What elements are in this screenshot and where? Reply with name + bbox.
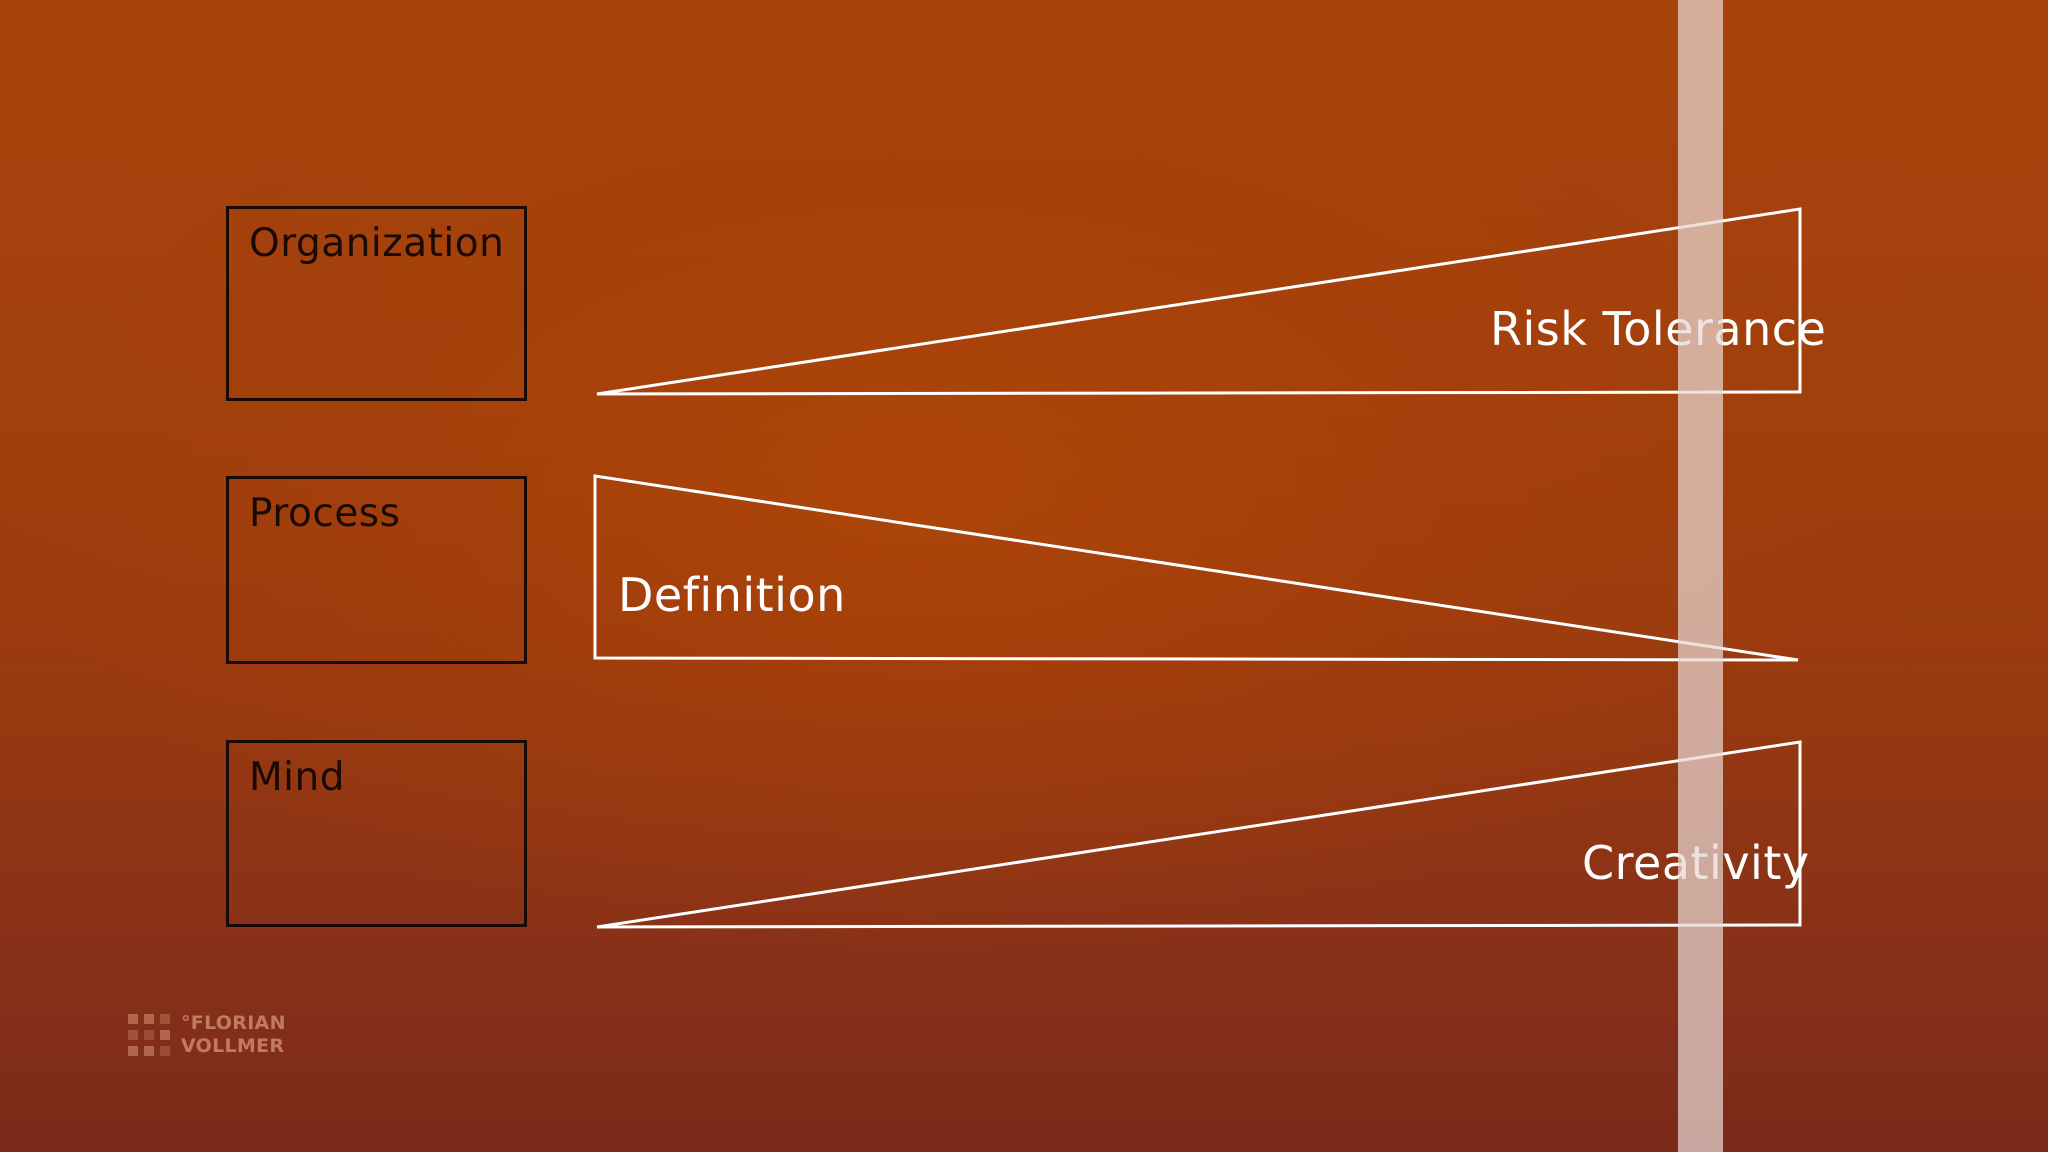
process-label: Process [249,491,401,536]
organization-label: Organization [249,221,505,266]
mind-box: Mind [226,740,527,927]
process-box: Process [226,476,527,664]
creativity-wedge [596,740,1802,929]
logo-line-2: VOLLMER [181,1035,285,1057]
logo-line-1: °FLORIAN [181,1012,286,1034]
organization-box: Organization [226,206,527,401]
mind-label: Mind [249,755,345,800]
risk-tolerance-wedge [596,207,1802,396]
logo-text: °FLORIAN VOLLMER [181,1012,286,1058]
logo-grid-icon [128,1014,170,1056]
highlight-bar [1678,0,1723,1152]
definition-wedge [593,474,1799,662]
risk-tolerance-label: Risk Tolerance [1490,302,1827,356]
definition-label: Definition [618,568,846,622]
